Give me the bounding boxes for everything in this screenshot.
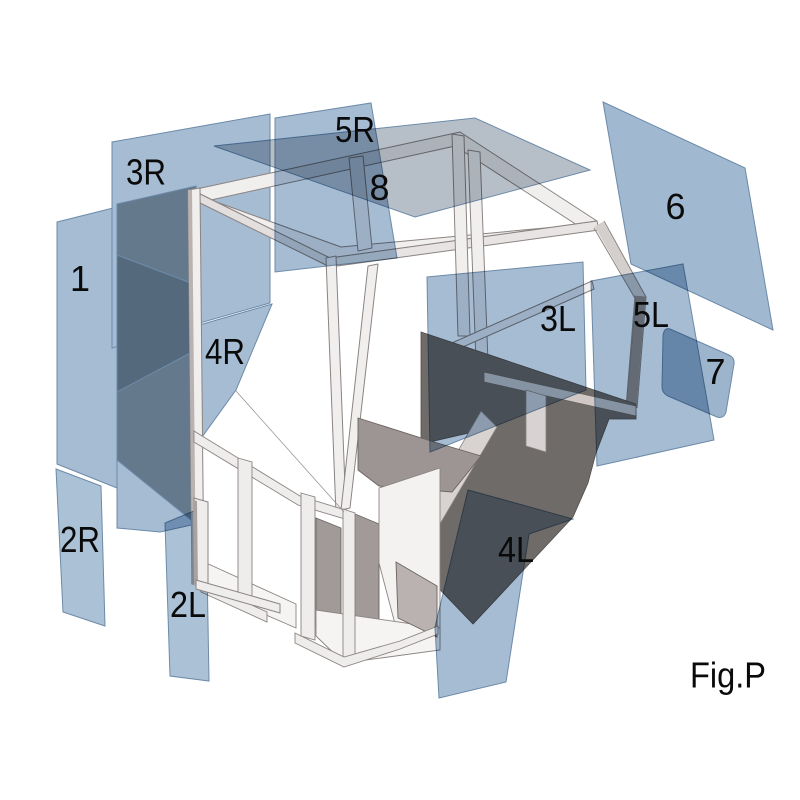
- svg-text:1: 1: [70, 258, 90, 299]
- svg-text:4R: 4R: [205, 331, 245, 372]
- svg-text:3R: 3R: [126, 152, 166, 193]
- svg-text:4L: 4L: [498, 529, 534, 570]
- svg-text:5R: 5R: [335, 109, 375, 150]
- svg-text:Fig.P: Fig.P: [690, 655, 766, 696]
- svg-text:8: 8: [370, 167, 390, 208]
- svg-text:2L: 2L: [170, 584, 206, 625]
- svg-text:6: 6: [666, 186, 686, 227]
- svg-text:3L: 3L: [540, 298, 576, 339]
- svg-text:2R: 2R: [60, 519, 100, 560]
- svg-text:7: 7: [706, 351, 726, 392]
- svg-text:5L: 5L: [633, 294, 669, 335]
